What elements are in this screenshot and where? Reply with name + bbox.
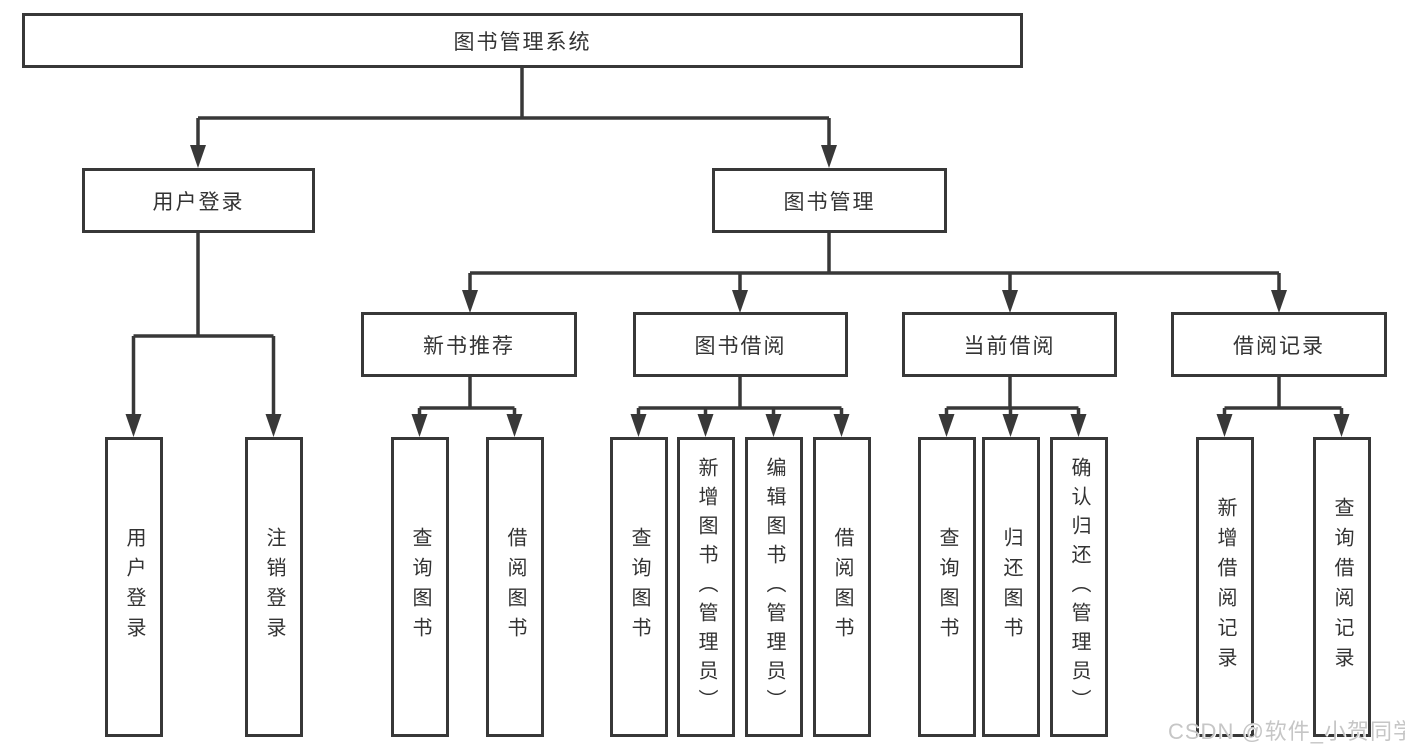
leaf-borrow-books-1-label: 借阅图书 [504, 527, 526, 647]
leaf-confirm-return-admin-label: 确认归还（管理员） [1068, 456, 1090, 718]
leaf-edit-books-admin-label: 编辑图书（管理员） [763, 456, 785, 718]
leaf-return-books-label: 归还图书 [1000, 527, 1022, 647]
node-library-management-system: 图书管理系统 [22, 13, 1023, 68]
leaf-query-borrow-record-label: 查询借阅记录 [1331, 497, 1353, 677]
leaf-return-books: 归还图书 [982, 437, 1040, 737]
leaf-query-books-2-label: 查询图书 [628, 527, 650, 647]
leaf-edit-books-admin: 编辑图书（管理员） [745, 437, 803, 737]
node-borrow-records: 借阅记录 [1171, 312, 1387, 377]
csdn-watermark: CSDN @软件_小贺同学 [1168, 719, 1405, 744]
node-book-borrow: 图书借阅 [633, 312, 848, 377]
leaf-query-books-3-label: 查询图书 [936, 527, 958, 647]
leaf-query-books-3: 查询图书 [918, 437, 976, 737]
leaf-user-login: 用户登录 [105, 437, 163, 737]
node-current-borrow: 当前借阅 [902, 312, 1117, 377]
leaf-logout: 注销登录 [245, 437, 303, 737]
leaf-borrow-books-2-label: 借阅图书 [831, 527, 853, 647]
leaf-query-books-1: 查询图书 [391, 437, 449, 737]
leaf-add-borrow-record: 新增借阅记录 [1196, 437, 1254, 737]
leaf-user-login-label: 用户登录 [123, 527, 145, 647]
node-new-book-recommend: 新书推荐 [361, 312, 577, 377]
leaf-query-borrow-record: 查询借阅记录 [1313, 437, 1371, 737]
leaf-add-borrow-record-label: 新增借阅记录 [1214, 497, 1236, 677]
leaf-add-books-admin-label: 新增图书（管理员） [695, 456, 717, 718]
leaf-query-books-1-label: 查询图书 [409, 527, 431, 647]
leaf-confirm-return-admin: 确认归还（管理员） [1050, 437, 1108, 737]
node-user-login: 用户登录 [82, 168, 315, 233]
leaf-query-books-2: 查询图书 [610, 437, 668, 737]
leaf-add-books-admin: 新增图书（管理员） [677, 437, 735, 737]
leaf-borrow-books-1: 借阅图书 [486, 437, 544, 737]
node-book-management: 图书管理 [712, 168, 947, 233]
leaf-logout-label: 注销登录 [263, 527, 285, 647]
arrowheads [125, 145, 1350, 437]
leaf-borrow-books-2: 借阅图书 [813, 437, 871, 737]
